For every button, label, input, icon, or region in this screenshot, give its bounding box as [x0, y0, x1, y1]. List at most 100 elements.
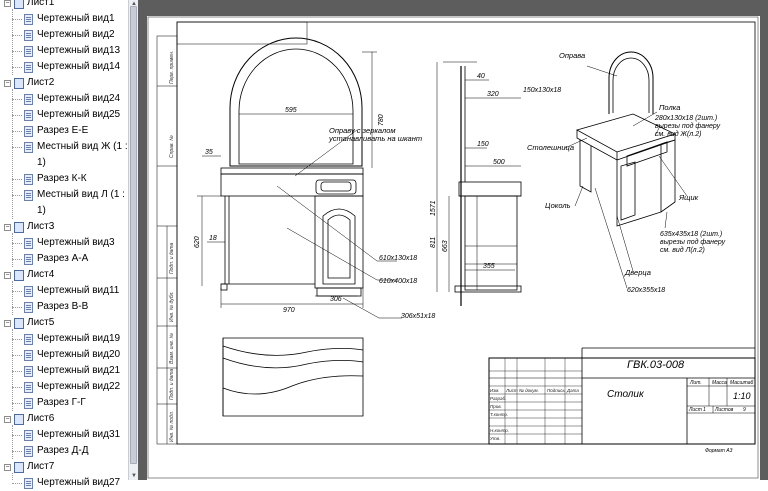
mirror-frame-outer: [229, 37, 363, 167]
sheet-icon: [14, 78, 24, 89]
drawing-svg: 595 780 35 620 18 970 306 Оправу с зерка…: [147, 16, 759, 479]
col-izm: Изм.: [490, 388, 500, 393]
iso-mirror: [608, 51, 654, 114]
label-tabletop: Столешница: [527, 143, 574, 152]
col-sign: Подпись: [547, 388, 565, 393]
drawing-view-icon: [24, 366, 33, 377]
tree-item-label: Чертежный вид25: [37, 109, 121, 120]
collapse-toggle-icon[interactable]: −: [4, 80, 11, 87]
sheet-icon: [14, 270, 24, 281]
tree-item-label: Лист4: [27, 269, 55, 280]
format-label: Формат А3: [705, 448, 733, 454]
label-door: Дверца: [624, 268, 651, 277]
tree-connector: [12, 371, 22, 372]
row-razrab: Разраб.: [490, 396, 506, 401]
tree-item-label: Разрез Г-Г: [37, 397, 86, 408]
dim-40: 40: [477, 73, 485, 80]
note-150x130: 150x130x18: [523, 87, 561, 94]
tree-connector: [12, 403, 22, 404]
tree-connector: [12, 19, 22, 20]
title-block: [488, 357, 756, 445]
collapse-toggle-icon[interactable]: −: [4, 320, 11, 327]
collapse-toggle-icon[interactable]: −: [4, 416, 11, 423]
note-280-line3: см. вид Ж(л.2): [655, 130, 701, 138]
drawing-view-icon: [24, 446, 33, 457]
dim-1571: 1571: [430, 200, 437, 216]
mirror-note-line1: Оправу с зеркалом: [329, 126, 396, 135]
dim-306: 306: [330, 296, 342, 303]
tree-item-label: Чертежный вид11: [37, 285, 120, 296]
col-doc: № докум.: [519, 388, 539, 393]
drawing-view-icon: [24, 46, 33, 57]
drawing-view-icon: [24, 126, 33, 137]
scrollbar-thumb[interactable]: [130, 6, 137, 464]
row-nkontr: Н.контр.: [490, 428, 509, 433]
note-280-line2: вырезы под фанеру: [655, 122, 721, 130]
tree-connector: [12, 9, 13, 75]
tree-connector: [12, 243, 22, 244]
tree-item-label: Чертежный вид14: [37, 61, 121, 72]
note-306x51: 306x51x18: [401, 313, 435, 320]
drawing-view-icon: [24, 254, 33, 265]
dim-970: 970: [283, 307, 295, 314]
sheet-icon: [14, 318, 24, 329]
tabletop-front: [220, 167, 364, 175]
title-name: Столик: [607, 389, 645, 400]
tree-scrollbar[interactable]: ▲ ▼: [128, 0, 138, 480]
sheet-icon: [14, 414, 24, 425]
tree-connector: [12, 483, 22, 484]
tree-item-label: Чертежный вид31: [37, 429, 121, 440]
label-frame: Оправа: [559, 51, 585, 60]
tree-item-label-continued: 1): [37, 157, 46, 168]
sheet-icon: [14, 0, 24, 9]
drawing-sheet[interactable]: 595 780 35 620 18 970 306 Оправу с зерка…: [147, 16, 760, 480]
tree-connector: [12, 473, 13, 480]
collapse-toggle-icon[interactable]: −: [4, 464, 11, 471]
tree-item-label: Чертежный вид1: [37, 13, 115, 24]
label-drawer: Ящик: [678, 193, 699, 202]
sheet-icon: [14, 222, 24, 233]
tree-connector: [12, 291, 22, 292]
top-stamp: [176, 21, 308, 45]
tree-item-label: Лист7: [27, 461, 55, 472]
col-list: Лист: [505, 388, 518, 393]
drawing-view-icon: [24, 398, 33, 409]
collapse-toggle-icon[interactable]: −: [4, 0, 11, 7]
outer-border: [147, 16, 759, 479]
tree-connector: [12, 329, 13, 411]
dim-780: 780: [378, 114, 385, 126]
tree-item-label: Разрез Д-Д: [37, 445, 89, 456]
tree-connector: [12, 67, 22, 68]
sheets-label: Листов: [714, 407, 734, 413]
scroll-up-arrow-icon[interactable]: ▲: [131, 1, 137, 7]
th-mass: Масса: [712, 380, 727, 386]
scroll-down-arrow-icon[interactable]: ▼: [131, 473, 137, 479]
tree-item-label: Чертежный вид22: [37, 381, 121, 392]
drawing-view-icon: [24, 62, 33, 73]
tree-connector: [12, 259, 22, 260]
tree-connector: [12, 451, 22, 452]
tree-connector: [12, 233, 13, 267]
tree-item-label: Чертежный вид21: [37, 365, 121, 376]
tree-item-label: Чертежный вид19: [37, 333, 121, 344]
collapse-toggle-icon[interactable]: −: [4, 272, 11, 279]
drawing-view-icon: [24, 190, 33, 201]
tree-item-label: Чертежный вид2: [37, 29, 115, 40]
drawing-view-icon: [24, 14, 33, 25]
dim-595: 595: [285, 107, 297, 114]
dim-150: 150: [477, 141, 489, 148]
tree-connector: [12, 51, 22, 52]
note-280-line1: 280x130x18 (2шт.): [654, 115, 717, 122]
note-635-line1: 635x435x18 (2шт.): [660, 231, 722, 238]
collapse-toggle-icon[interactable]: −: [4, 224, 11, 231]
tree-item-label: Местный вид Л (1 :: [37, 189, 125, 200]
tree-item-label: Разрез Е-Е: [37, 125, 89, 136]
col-date: Дата: [566, 388, 579, 393]
th-scale: Масштаб: [730, 380, 754, 386]
row-utv: Утв.: [490, 436, 500, 441]
dim-620: 620: [194, 236, 201, 248]
drawing-canvas[interactable]: 595 780 35 620 18 970 306 Оправу с зерка…: [138, 0, 768, 480]
drawing-view-icon: [24, 430, 33, 441]
tree-connector: [12, 425, 13, 459]
